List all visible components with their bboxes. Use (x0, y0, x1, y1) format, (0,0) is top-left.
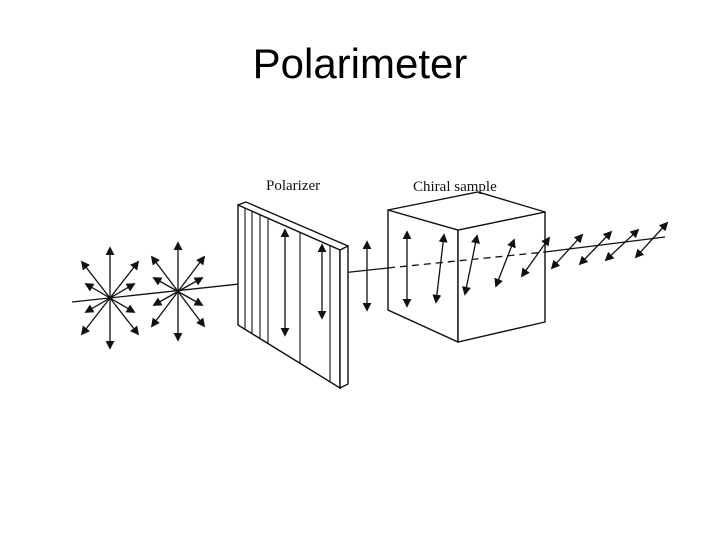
polarizer (237, 201, 349, 390)
polarizer-label: Polarizer (266, 178, 320, 194)
slide-title: Polarimeter (252, 40, 468, 87)
rotation-arrow-3 (462, 234, 480, 296)
rotated-light-arrows (520, 221, 669, 278)
unpolarized-light-2 (150, 241, 206, 342)
rotation-arrow-4 (494, 238, 516, 288)
chiral-sample-cube (387, 191, 546, 344)
rotation-arrow-2 (432, 233, 448, 304)
sample-label: Chiral sample (413, 179, 497, 195)
unpolarized-light-1 (80, 246, 140, 350)
